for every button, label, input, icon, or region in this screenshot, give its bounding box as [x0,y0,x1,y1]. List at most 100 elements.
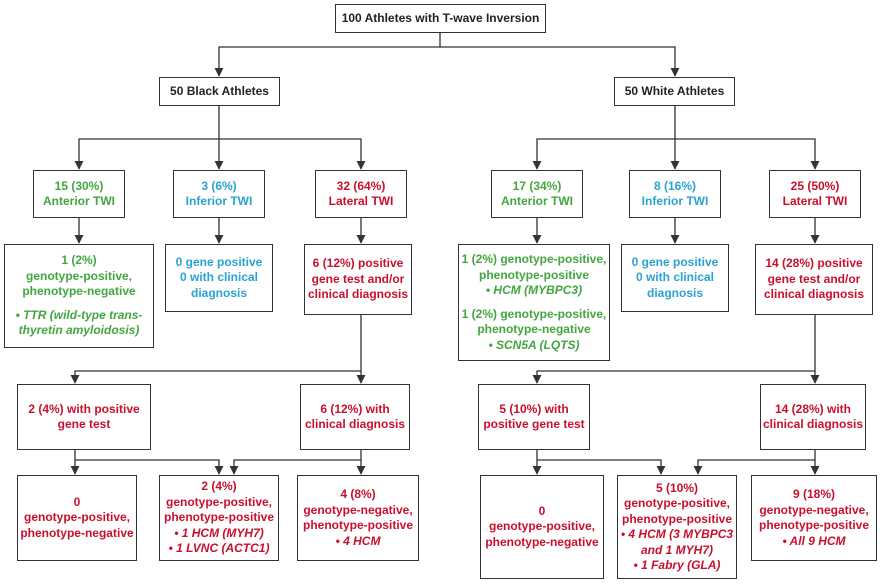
white-anterior-label: Anterior TWI [501,194,573,208]
black-lateral-node: 32 (64%) Lateral TWI [315,170,407,218]
black-outcome-2-line3: phenotype-positive [163,510,274,525]
arrow-black-gene-test [70,315,362,384]
white-anterior-pct: 17 (34%) [512,178,562,193]
arrow-white-gene-test [532,315,816,384]
black-inferior-result-line2: 0 with clinical [179,270,259,285]
black-gene-test-line2: gene test [57,417,111,431]
white-outcome-3-bullet1: • All 9 HCM [782,533,846,548]
black-anterior-result-line2: genotype-positive, [25,268,132,283]
white-outcome-2-line2: genotype-positive, [623,496,730,510]
arrow-white-anterior [532,106,676,170]
black-outcome-2-bullet2: • 1 LVNC (ACTC1) [168,541,270,556]
white-clinical-line1: 14 (28%) with [774,401,852,416]
white-inferior-node: 8 (16%) Inferior TWI [629,170,721,218]
white-anterior-result-c1: 1 (2%) genotype-positive, [461,306,607,321]
white-lateral-pct: 25 (50%) [790,178,840,193]
white-outcome-3-line1: 9 (18%) [792,487,836,501]
white-anterior-result: 1 (2%) genotype-positive, phenotype-posi… [458,244,610,361]
white-outcome-2-line3: phenotype-positive [621,511,732,526]
arrow-black-anterior [74,106,220,170]
black-clinical-line1: 6 (12%) with [320,401,390,416]
black-clinical-node: 6 (12%) with clinical diagnosis [300,384,410,450]
black-outcome-3-line2: genotype-negative, [303,502,413,517]
white-lateral-result: 14 (28%) positive gene test and/or clini… [755,244,873,315]
black-clinical-line2: clinical diagnosis [304,417,406,431]
white-lateral-result-line3: clinical diagnosis [763,287,865,302]
black-outcome-2-bullet1: • 1 HCM (MYH7) [174,525,264,540]
black-lateral-pct: 32 (64%) [336,178,386,193]
white-outcome-2-bullet1: • 4 HCM (3 MYBPC3 [620,527,734,541]
root-node: 100 Athletes with T-wave Inversion [335,4,546,33]
black-gene-test-line1: 2 (4%) with positive [28,401,140,416]
black-anterior-pct: 15 (30%) [54,178,104,193]
black-outcome-3-line1: 4 (8%) [340,487,376,501]
white-anterior-result-c2: phenotype-negative [477,322,591,336]
black-anterior-result-bullet2: thyretin amyloidosis) [18,323,140,338]
black-outcome-3: 4 (8%) genotype-negative, phenotype-posi… [297,475,419,561]
black-gene-test-node: 2 (4%) with positive gene test [17,384,151,450]
black-outcome-3-bullet1: • 4 HCM [335,533,381,548]
white-outcome-3-line3: phenotype-positive [758,518,869,532]
white-outcome-1-line1: 0 [538,503,546,518]
white-gene-test-line1: 5 (10%) with [499,401,569,416]
black-outcome-1-line3: phenotype-negative [20,525,134,540]
black-inferior-result-line3: diagnosis [190,285,247,300]
black-lateral-result-line3: clinical diagnosis [307,287,409,302]
black-inferior-pct: 3 (6%) [201,178,237,193]
white-outcome-1: 0 genotype-positive, phenotype-negative [480,475,604,579]
white-anterior-node: 17 (34%) Anterior TWI [491,170,583,218]
white-inferior-result: 0 gene positive 0 with clinical diagnosi… [621,244,729,312]
white-outcome-3: 9 (18%) genotype-negative, phenotype-pos… [751,475,877,561]
white-outcome-2-bullet3: • 1 Fabry (GLA) [633,558,721,572]
white-lateral-result-line1: 14 (28%) positive [765,256,863,271]
black-anterior-result-line3: phenotype-negative [22,284,136,299]
black-outcome-3-line3: phenotype-positive [302,518,413,532]
arrow-black-lateral [219,138,366,170]
arrow-white-lateral [675,138,820,170]
white-anterior-result-a2: phenotype-positive [478,267,589,282]
arrow-root-white [440,46,680,77]
black-anterior-label: Anterior TWI [43,194,115,208]
black-lateral-result-line2: gene test and/or [311,271,405,286]
white-anterior-result-a1: 1 (2%) genotype-positive, [461,252,607,266]
black-anterior-result-line1: 1 (2%) [61,253,97,268]
white-athletes-node: 50 White Athletes [614,77,735,106]
black-inferior-result: 0 gene positive 0 with clinical diagnosi… [165,244,273,312]
black-outcome-1-line2: genotype-positive, [23,510,130,525]
white-clinical-node: 14 (28%) with clinical diagnosis [760,384,866,450]
black-anterior-result-bullet1: • TTR (wild-type trans- [15,307,143,322]
white-anterior-result-a-bullet: • HCM (MYBPC3) [485,283,583,297]
black-anterior-node: 15 (30%) Anterior TWI [33,170,125,218]
black-lateral-result-line1: 6 (12%) positive [312,256,404,271]
white-outcome-1-line2: genotype-positive, [488,519,595,534]
black-outcome-2-line1: 2 (4%) [201,479,237,494]
white-lateral-node: 25 (50%) Lateral TWI [769,170,861,218]
black-lateral-result: 6 (12%) positive gene test and/or clinic… [304,244,412,315]
white-inferior-result-line2: 0 with clinical [635,270,715,285]
white-inferior-result-line3: diagnosis [646,285,703,300]
black-lateral-label: Lateral TWI [328,194,394,208]
white-gene-test-line2: positive gene test [483,417,585,431]
arrow-black-clinical-outcome2 [229,459,361,475]
white-lateral-result-line2: gene test and/or [767,271,861,286]
arrow-black-gene-outcome2 [74,450,224,475]
black-inferior-result-line1: 0 gene positive [175,254,263,269]
white-lateral-label: Lateral TWI [782,194,848,208]
white-outcome-3-line2: genotype-negative, [759,502,869,517]
arrow-root-black [214,33,441,77]
black-title: 50 Black Athletes [170,83,269,98]
black-anterior-result: 1 (2%) genotype-positive, phenotype-nega… [4,244,154,348]
black-outcome-1: 0 genotype-positive, phenotype-negative [17,475,137,561]
white-outcome-2: 5 (10%) genotype-positive, phenotype-pos… [617,475,737,579]
white-outcome-2-bullet2: and 1 MYH7) [640,542,713,557]
white-inferior-label: Inferior TWI [641,194,709,208]
white-outcome-1-line3: phenotype-negative [485,534,599,549]
white-clinical-line2: clinical diagnosis [762,417,864,431]
black-inferior-label: Inferior TWI [185,194,253,208]
white-outcome-2-line1: 5 (10%) [655,480,699,495]
white-title: 50 White Athletes [624,83,725,98]
black-inferior-node: 3 (6%) Inferior TWI [173,170,265,218]
white-anterior-result-c-bullet: • SCN5A (LQTS) [488,337,580,352]
